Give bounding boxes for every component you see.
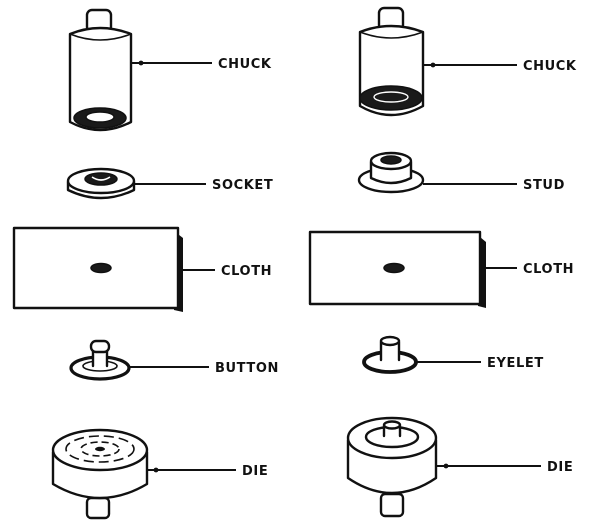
button-label: BUTTON <box>215 361 279 376</box>
left-die-center <box>95 447 105 451</box>
right-chuck <box>360 8 423 115</box>
left-die <box>53 430 147 518</box>
stud-hole <box>381 156 401 164</box>
socket-hole <box>85 173 117 185</box>
right-chuck-recess <box>360 86 422 110</box>
eyelet-label: EYELET <box>487 356 544 371</box>
right-die-shank <box>381 494 403 516</box>
left-cloth-label: CLOTH <box>221 264 272 279</box>
left-die-label: DIE <box>242 464 268 479</box>
left-cloth <box>14 228 183 312</box>
right-die-leader-dot <box>444 464 449 469</box>
right-die-pin-top <box>384 422 400 429</box>
button-post-cap <box>91 341 109 352</box>
left-cloth-hole <box>91 264 111 273</box>
stud-label: STUD <box>523 178 565 193</box>
socket-label: SOCKET <box>212 178 273 193</box>
right-cloth-label: CLOTH <box>523 262 574 277</box>
socket-part <box>68 169 134 198</box>
left-chuck <box>70 10 131 130</box>
right-die <box>348 418 436 516</box>
right-cloth-hole <box>384 264 404 273</box>
left-chuck-recess-ring <box>86 112 114 122</box>
right-chuck-label: CHUCK <box>523 59 577 74</box>
stud-part <box>359 153 423 192</box>
left-die-shank <box>87 498 109 518</box>
right-cloth <box>310 232 486 308</box>
button-part <box>71 341 129 379</box>
left-die-leader-dot <box>154 468 159 473</box>
left-chuck-leader-dot <box>139 61 144 66</box>
right-chuck-leader-dot <box>431 63 436 68</box>
eyelet-part <box>364 337 416 372</box>
eyelet-barrel-top <box>381 337 399 345</box>
left-chuck-label: CHUCK <box>218 57 272 72</box>
right-die-label: DIE <box>547 460 573 475</box>
